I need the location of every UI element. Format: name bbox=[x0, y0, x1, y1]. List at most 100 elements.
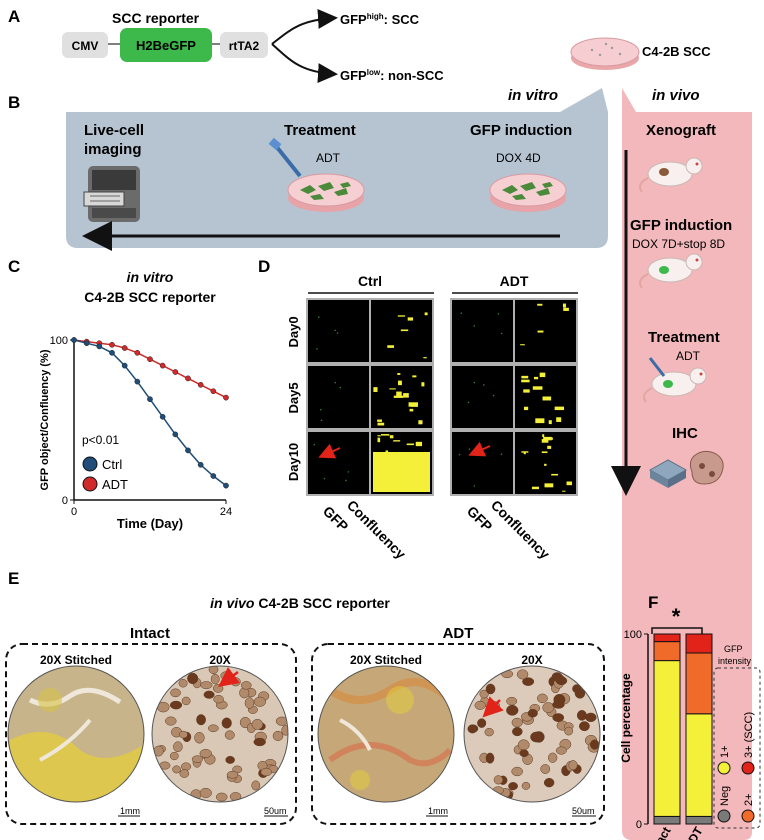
nucleus bbox=[199, 787, 212, 798]
nucleus bbox=[281, 725, 288, 736]
nucleus bbox=[512, 727, 523, 737]
nucleus bbox=[530, 731, 543, 743]
nucleus bbox=[527, 709, 538, 718]
d-adt-header: ADT bbox=[500, 273, 529, 289]
gfp-speck bbox=[492, 394, 495, 397]
confluency-cell bbox=[377, 422, 385, 426]
confluency-cell bbox=[385, 450, 389, 453]
f-legend-marker bbox=[741, 761, 755, 775]
nucleus bbox=[548, 752, 558, 763]
nucleus bbox=[564, 726, 574, 736]
nucleus bbox=[207, 724, 219, 733]
c-point-ctrl bbox=[185, 447, 191, 454]
nucleus bbox=[170, 688, 181, 698]
panel-label-d: D bbox=[258, 257, 270, 276]
confluency-cell bbox=[418, 471, 426, 475]
c-series-line-adt bbox=[73, 339, 227, 399]
pipette-icon bbox=[268, 137, 302, 178]
e-scale-50um-adt: 50um bbox=[572, 806, 595, 816]
c-point-ctrl bbox=[197, 461, 204, 468]
e-intact-header: Intact bbox=[130, 625, 170, 642]
confluency-cell bbox=[551, 473, 559, 476]
nucleus bbox=[251, 718, 264, 730]
gfp-speck bbox=[468, 448, 471, 450]
confluency-cell bbox=[406, 443, 414, 446]
nucleus bbox=[477, 718, 487, 728]
e-intact-box bbox=[5, 643, 297, 825]
nucleus bbox=[230, 677, 241, 687]
gfp-speck bbox=[473, 325, 476, 327]
gfp-speck bbox=[323, 477, 326, 480]
e-scale-1mm-adt: 1mm bbox=[428, 806, 448, 816]
d-arrow-ctrl bbox=[318, 443, 341, 459]
live-cell-label-2: imaging bbox=[84, 141, 142, 158]
confluency-cell bbox=[379, 483, 386, 487]
confluency-cell bbox=[409, 408, 414, 412]
nucleus bbox=[169, 751, 179, 761]
dox7d-label: DOX 7D+stop 8D bbox=[632, 237, 725, 251]
nucleus bbox=[213, 695, 224, 704]
live-cell-label-1: Live-cell bbox=[84, 122, 144, 139]
nucleus bbox=[200, 681, 213, 690]
gfp-speck bbox=[460, 312, 463, 314]
nucleus bbox=[542, 702, 555, 713]
gfp-speck bbox=[317, 316, 320, 318]
confluency-cell bbox=[374, 467, 379, 470]
f-ylabel: Cell percentage bbox=[619, 673, 633, 763]
gfp-tile bbox=[452, 432, 513, 494]
nucleus bbox=[272, 730, 284, 741]
chart-c-title: C4-2B SCC reporter bbox=[84, 289, 216, 305]
ihc-icon bbox=[648, 450, 724, 488]
confluency-cell bbox=[405, 477, 412, 483]
h2begfp-label: H2BeGFP bbox=[136, 38, 196, 53]
confluency-cell bbox=[373, 387, 378, 392]
f-bar-segment-intact bbox=[653, 641, 681, 662]
nucleus bbox=[194, 732, 205, 744]
confluency-cell bbox=[407, 317, 414, 321]
mouse-icon-2 bbox=[639, 253, 703, 289]
gfp-tile bbox=[308, 432, 369, 494]
confluency-cell bbox=[562, 490, 566, 492]
chart-c-title-italic: in vitro bbox=[127, 269, 174, 285]
arrow-low bbox=[271, 43, 338, 84]
reporter-title: SCC reporter bbox=[112, 10, 200, 26]
d-ctrl-header: Ctrl bbox=[358, 273, 382, 289]
nucleus bbox=[590, 739, 600, 750]
gfp-induction-label: GFP induction bbox=[470, 122, 572, 139]
nucleus bbox=[203, 690, 215, 699]
nucleus bbox=[253, 696, 266, 707]
nucleus bbox=[485, 683, 496, 695]
confluency-cell bbox=[393, 440, 401, 442]
gfp-speck bbox=[339, 386, 342, 389]
confluency-cell bbox=[400, 329, 409, 332]
f-legend-label: 1+ bbox=[719, 745, 731, 758]
gfp-speck bbox=[313, 443, 316, 446]
panel-label-e: E bbox=[8, 569, 19, 588]
gfp-speck bbox=[483, 384, 485, 386]
nucleus bbox=[474, 700, 486, 710]
e-adt-box bbox=[311, 643, 605, 825]
mouse-icon-3 bbox=[643, 357, 707, 403]
c-point-ctrl bbox=[210, 473, 217, 479]
confluency-cell bbox=[415, 441, 423, 447]
e-intact-20x: 20X bbox=[209, 653, 230, 667]
confluency-cell bbox=[521, 375, 529, 379]
legend-adt-label: ADT bbox=[102, 477, 128, 492]
confluency-cell bbox=[397, 380, 402, 386]
c-point-ctrl bbox=[172, 431, 179, 438]
confluency-cell bbox=[537, 303, 543, 306]
treatment-label: Treatment bbox=[284, 122, 356, 139]
confluency-cell bbox=[408, 402, 418, 407]
f-y-tick-label: 0 bbox=[636, 819, 642, 831]
nucleus bbox=[224, 730, 235, 740]
confluency-cell bbox=[397, 315, 406, 317]
nucleus bbox=[552, 713, 565, 722]
confluency-cell bbox=[544, 483, 554, 488]
nucleus bbox=[508, 782, 518, 791]
confluency-cell bbox=[554, 406, 565, 411]
f-legend-label: Neg bbox=[719, 786, 731, 806]
nucleus bbox=[516, 669, 529, 680]
confluency-cell bbox=[535, 418, 545, 424]
in-vitro-label: in vitro bbox=[508, 87, 558, 104]
confluency-cell bbox=[393, 395, 404, 398]
